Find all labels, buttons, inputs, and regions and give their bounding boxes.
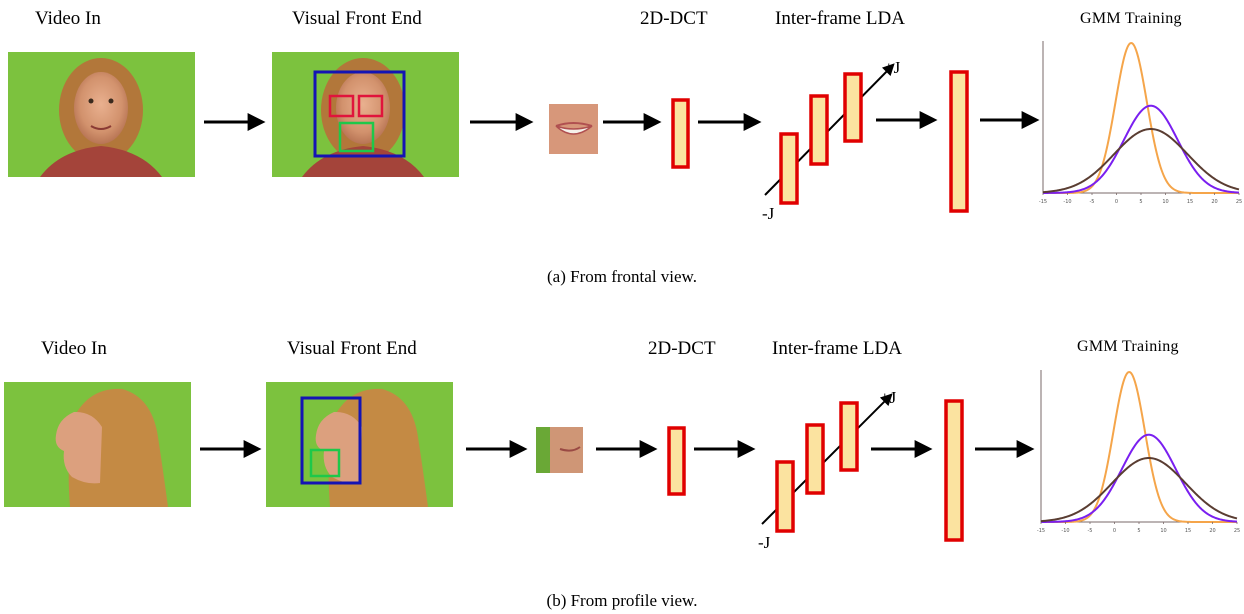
label-video-in: Video In (35, 8, 101, 29)
lda-stack-frontal (764, 63, 895, 205)
panel-frontal: Video In Visual Front End 2D-DCT Inter-f… (8, 8, 1242, 286)
video-frame-profile (4, 382, 191, 507)
gmm-curve-1 (1041, 370, 1237, 523)
face-box (300, 396, 362, 485)
pipeline-diagram-profile: -15 -10 -5 0 5 10 15 20 25 (4, 370, 1240, 542)
gmm-curve-2 (1043, 104, 1240, 194)
gmm-tick-label: -5 (1088, 528, 1093, 534)
face-box (313, 70, 406, 158)
label-inter-frame-lda: Inter-frame LDA (775, 8, 905, 29)
lda-axis-plus-label: +J (880, 388, 897, 407)
lda-stack-profile (761, 393, 893, 533)
front-end-frame-frontal (272, 52, 459, 177)
gmm-curve-1 (1043, 41, 1239, 194)
gmm-tick-label: 20 (1211, 199, 1217, 205)
gmm-tick-label: 15 (1187, 199, 1193, 205)
gmm-tick-label: 10 (1160, 528, 1166, 534)
gmm-curve-2 (1041, 433, 1238, 523)
gmm-tick-label: 0 (1115, 199, 1118, 205)
lda-vector-1 (775, 460, 795, 533)
label-inter-frame-lda: Inter-frame LDA (772, 338, 902, 359)
gmm-tick-label: 15 (1185, 528, 1191, 534)
label-visual-front-end: Visual Front End (292, 8, 422, 29)
mouth-roi-frontal (549, 104, 598, 154)
lda-vector-1 (779, 132, 799, 205)
gmm-curve-3 (1040, 456, 1238, 523)
gmm-tick-label: -10 (1061, 528, 1069, 534)
lda-output-vector (949, 70, 969, 213)
mouth-box (309, 448, 341, 478)
mouth-box (338, 121, 375, 153)
gmm-tick-label: 25 (1236, 199, 1242, 205)
video-frame-frontal (8, 52, 195, 177)
label-visual-front-end: Visual Front End (287, 338, 417, 359)
gmm-tick-label: 5 (1139, 199, 1142, 205)
panel-profile: Video In Visual Front End 2D-DCT Inter-f… (0, 307, 1244, 614)
gmm-tick-label: 0 (1113, 528, 1116, 534)
caption-profile: (b) From profile view. (546, 591, 698, 610)
lda-output-vector (944, 399, 964, 542)
gmm-tick-label: -15 (1039, 199, 1047, 205)
gmm-tick-label: 10 (1162, 199, 1168, 205)
gmm-tick-label: -5 (1090, 199, 1095, 205)
label-gmm-training: GMM Training (1080, 10, 1182, 27)
mouth-roi-profile (536, 427, 583, 473)
label-2d-dct: 2D-DCT (640, 8, 708, 29)
caption-frontal: (a) From frontal view. (547, 267, 697, 286)
gmm-tick-label: 25 (1234, 528, 1240, 534)
gmm-plot-profile: -15 -10 -5 0 5 10 15 20 25 (1037, 370, 1240, 534)
pipeline-diagram-frontal: -15 -10 -5 0 5 10 15 20 25 (8, 41, 1242, 213)
gmm-curve-3 (1042, 127, 1240, 194)
lda-axis-minus-label: -J (762, 204, 775, 223)
eye-box-right (357, 94, 384, 118)
dct-vector (671, 98, 690, 169)
eye-box-left (328, 94, 355, 118)
label-2d-dct: 2D-DCT (648, 338, 716, 359)
lda-vector-2 (805, 423, 825, 495)
dct-vector (667, 426, 686, 496)
lda-vector-3 (839, 401, 859, 472)
lda-axis-plus-label: +J (884, 58, 901, 77)
front-end-frame-profile (266, 382, 453, 507)
gmm-plot-frontal: -15 -10 -5 0 5 10 15 20 25 (1039, 41, 1242, 205)
lda-vector-2 (809, 94, 829, 166)
gmm-tick-label: -10 (1063, 199, 1071, 205)
lda-axis-minus-label: -J (758, 533, 771, 552)
gmm-tick-label: -15 (1037, 528, 1045, 534)
label-video-in: Video In (41, 338, 107, 359)
gmm-tick-label: 5 (1137, 528, 1140, 534)
lda-vector-3 (843, 72, 863, 143)
label-gmm-training: GMM Training (1077, 338, 1179, 355)
gmm-tick-label: 20 (1209, 528, 1215, 534)
